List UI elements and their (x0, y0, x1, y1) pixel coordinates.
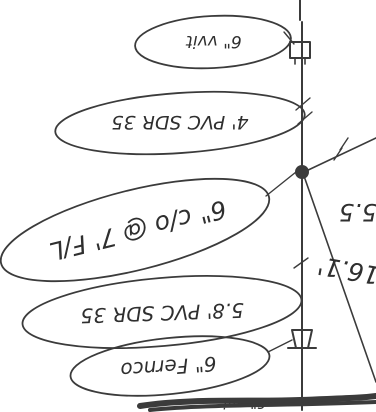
upper-pipe-label: 4' PVC SDR 35 (111, 111, 248, 133)
branch-line-right (303, 137, 376, 173)
bottom-coupling-symbol (287, 329, 317, 349)
main-pipe-line (299, 0, 303, 411)
bottom-scribble-2 (148, 400, 376, 412)
top-coupling-symbol (289, 41, 311, 65)
branch-line-lower-right (303, 175, 376, 383)
bottom-scribble (137, 393, 376, 409)
lower-pipe-label: 5.8' PVC SDR 35 (80, 298, 244, 328)
top-fitting-label: 6" vvit (185, 31, 242, 51)
upper-pipe-callout: 4' PVC SDR 35 (54, 90, 313, 156)
lower-pipe-callout: 5.8' PVC SDR 35 (21, 257, 309, 349)
wye-label: 6" c/o @ 7' F/L (47, 194, 230, 266)
right-angle-label: 5.5 (339, 198, 376, 226)
top-fitting-callout: 6" vvit (134, 14, 295, 70)
bottom-fitting-callout: 6" Fernco (69, 335, 293, 397)
wye-callout: 6" c/o @ 7' F/L (0, 171, 297, 283)
wye-node (295, 165, 309, 179)
bottom-fitting-label: 6" Fernco (120, 352, 218, 383)
right-angle-tick (333, 137, 349, 161)
right-distance-label: 16.1' (315, 251, 376, 290)
